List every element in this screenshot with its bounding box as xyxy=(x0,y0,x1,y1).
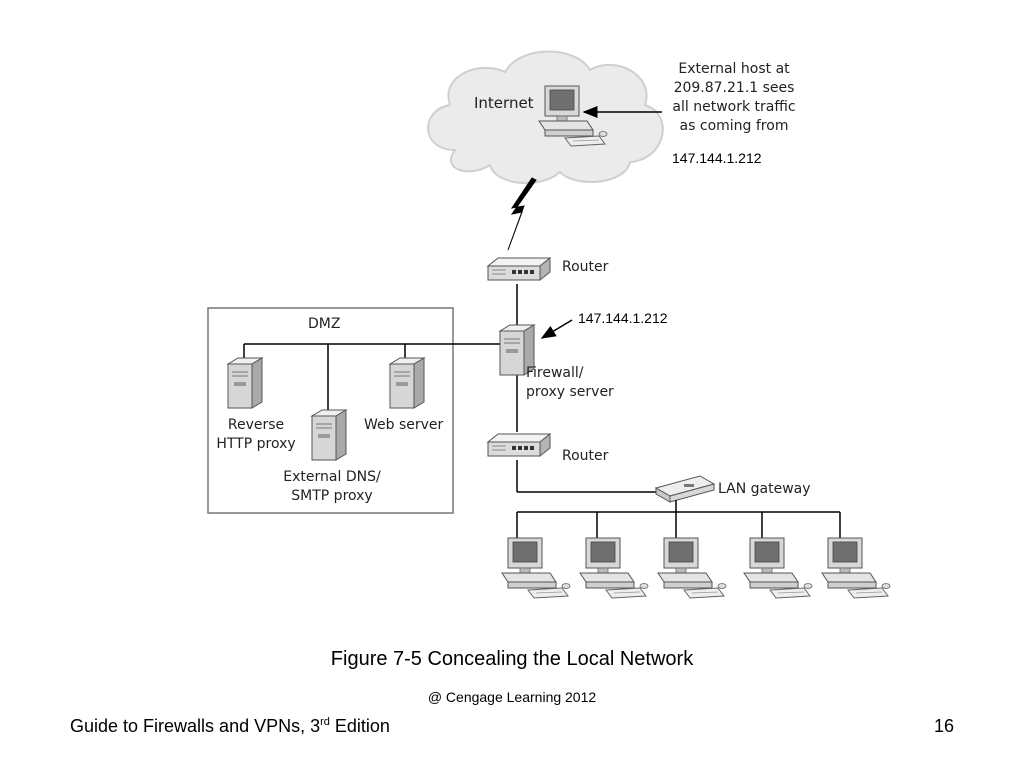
dns-smtp-label-line: SMTP proxy xyxy=(291,488,373,504)
reverse-proxy-label-line: Reverse xyxy=(227,417,285,433)
wan-link-lightning-icon xyxy=(507,177,537,251)
external-host-note-line: External host at xyxy=(678,61,790,77)
lan-computer-1-icon xyxy=(501,537,571,599)
reverse-proxy-server-icon xyxy=(227,357,263,409)
dmz-label: DMZ xyxy=(308,316,341,332)
network-diagram xyxy=(207,50,891,599)
lan-computer-3-icon xyxy=(657,537,727,599)
internet-cloud xyxy=(427,50,664,185)
dns-smtp-label-line: External DNS/ xyxy=(283,469,381,485)
external-host-note-line: 209.87.21.1 sees xyxy=(673,80,795,96)
reverse-proxy-label: Reverse HTTP proxy xyxy=(206,416,306,454)
router-bottom-icon xyxy=(487,433,551,457)
lan-gateway-icon xyxy=(654,475,716,503)
firewall-label-line: Firewall/ xyxy=(526,365,584,381)
external-host-note-line: as coming from xyxy=(679,118,789,134)
firewall-ip-label: 147.144.1.212 xyxy=(578,310,668,326)
external-ip-label: 147.144.1.212 xyxy=(672,150,762,166)
footer-title-suffix: Edition xyxy=(329,716,390,736)
lan-gateway-label: LAN gateway xyxy=(718,481,811,497)
lan-computer-4-icon xyxy=(743,537,813,599)
footer-title-superscript: rd xyxy=(320,716,330,728)
dns-smtp-label: External DNS/ SMTP proxy xyxy=(272,468,392,506)
external-host-note: External host at 209.87.21.1 sees all ne… xyxy=(664,60,804,136)
web-server-label: Web server xyxy=(364,417,444,433)
internet-label: Internet xyxy=(474,94,534,112)
firewall-label: Firewall/ proxy server xyxy=(526,364,614,402)
router-top-label: Router xyxy=(562,259,609,275)
external-host-note-line: all network traffic xyxy=(672,99,796,115)
firewall-ip-arrow xyxy=(540,319,573,339)
router-top-icon xyxy=(487,257,551,281)
web-server-icon xyxy=(389,357,425,409)
copyright-notice: @ Cengage Learning 2012 xyxy=(427,689,597,705)
dmz-box xyxy=(207,307,454,514)
router-bottom-label: Router xyxy=(562,448,609,464)
reverse-proxy-label-line: HTTP proxy xyxy=(216,436,296,452)
lan-computer-2-icon xyxy=(579,537,649,599)
footer-title-main: Guide to Firewalls and VPNs, 3 xyxy=(70,716,321,736)
dns-smtp-server-icon xyxy=(311,409,347,461)
firewall-label-line: proxy server xyxy=(526,384,614,400)
page-number: 16 xyxy=(934,716,955,736)
footer-title: Guide to Firewalls and VPNs, 3rd Edition xyxy=(70,716,390,737)
figure-caption: Figure 7-5 Concealing the Local Network xyxy=(330,648,694,670)
lan-computer-5-icon xyxy=(821,537,891,599)
